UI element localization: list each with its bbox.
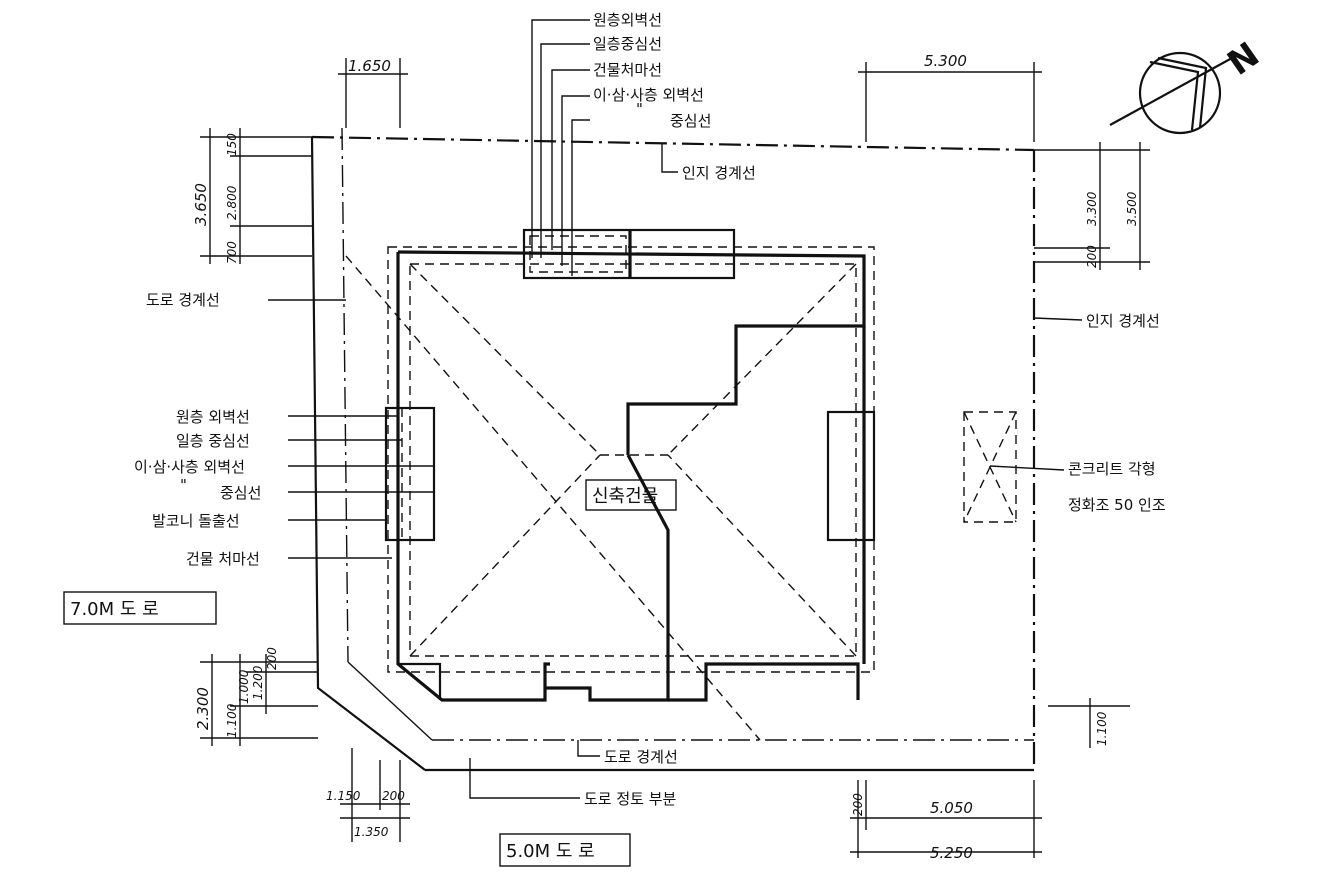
dim-bl-1200: 1.200 [251,665,265,700]
dim-right-200: 200 [1085,245,1099,268]
left-label-leaders [288,415,434,559]
dim-bl-1100: 1.100 [225,703,239,738]
septic-label-1: 콘크리트 각형 [1068,460,1156,478]
dim-top-left: 1.650 [348,57,391,75]
dim-left-700: 700 [225,241,239,264]
left-label-5: 중심선 [220,484,261,502]
top-label-4: 이·삼·사층 외벽선 [593,86,704,104]
left-label-2: 일층 중심선 [176,432,250,450]
dim-br-1100: 1.100 [1095,711,1109,746]
dim-bl-2300: 2.300 [194,687,212,730]
building-label: 신축건물 [592,486,658,507]
bottom-road-boundary-label: 도로 경계선 [604,748,678,766]
south-road-label: 5.0M 도 로 [506,841,595,862]
dim-left-3650: 3.650 [192,183,210,226]
dim-bl-200: 200 [265,647,279,670]
top-label-leaders [531,19,590,276]
dim-br-5050: 5.050 [930,799,973,817]
left-label-1: 원층 외벽선 [176,408,250,426]
top-boundary-leader [661,143,678,173]
dim-bottom-1150: 1.150 [326,789,361,803]
west-road-label: 7.0M 도 로 [70,599,159,620]
dim-top-right: 5.300 [924,52,967,70]
corner-cut-leader [469,758,580,799]
site-boundary [310,135,1036,772]
right-boundary-leader [1033,317,1083,321]
dim-right-3500: 3.500 [1125,191,1139,226]
dim-br-5250: 5.250 [930,844,973,862]
dimension-lines [200,58,1150,858]
dim-left-150: 150 [225,133,239,156]
south-road-box [499,833,631,867]
left-label-7: 건물 처마선 [186,550,260,568]
dim-bl-1000: 1.000 [237,669,251,704]
left-label-4: " [180,476,187,494]
top-label-1: 원층외벽선 [593,11,662,29]
north-label: N [1220,35,1266,84]
bottom-road-leader [577,740,600,757]
west-road-box [63,591,217,625]
dim-bottom-200: 200 [382,789,405,803]
top-label-5: " [636,100,643,118]
left-road-boundary-label: 도로 경계선 [146,291,220,309]
septic-label-2: 정화조 50 인조 [1068,496,1166,514]
north-arrow-icon [1109,51,1233,135]
dim-br-200: 200 [851,793,865,816]
dim-left-2800: 2.800 [225,185,239,220]
top-boundary-label: 인지 경계선 [682,164,756,182]
right-boundary-label: 인지 경계선 [1086,312,1160,330]
new-building [345,228,876,741]
top-label-2: 일층중심선 [593,35,662,53]
road-boundary-lines [341,127,1034,741]
septic-tank [963,411,1065,523]
left-label-3: 이·삼·사층 외벽선 [134,458,245,476]
top-label-6: 중심선 [670,112,711,130]
dim-right-3300: 3.300 [1085,191,1099,226]
corner-cut-label: 도로 정토 부분 [584,790,677,808]
top-label-3: 건물처마선 [593,61,662,79]
left-label-6: 발코니 돌출선 [152,512,240,530]
dim-bottom-1350: 1.350 [354,825,389,839]
